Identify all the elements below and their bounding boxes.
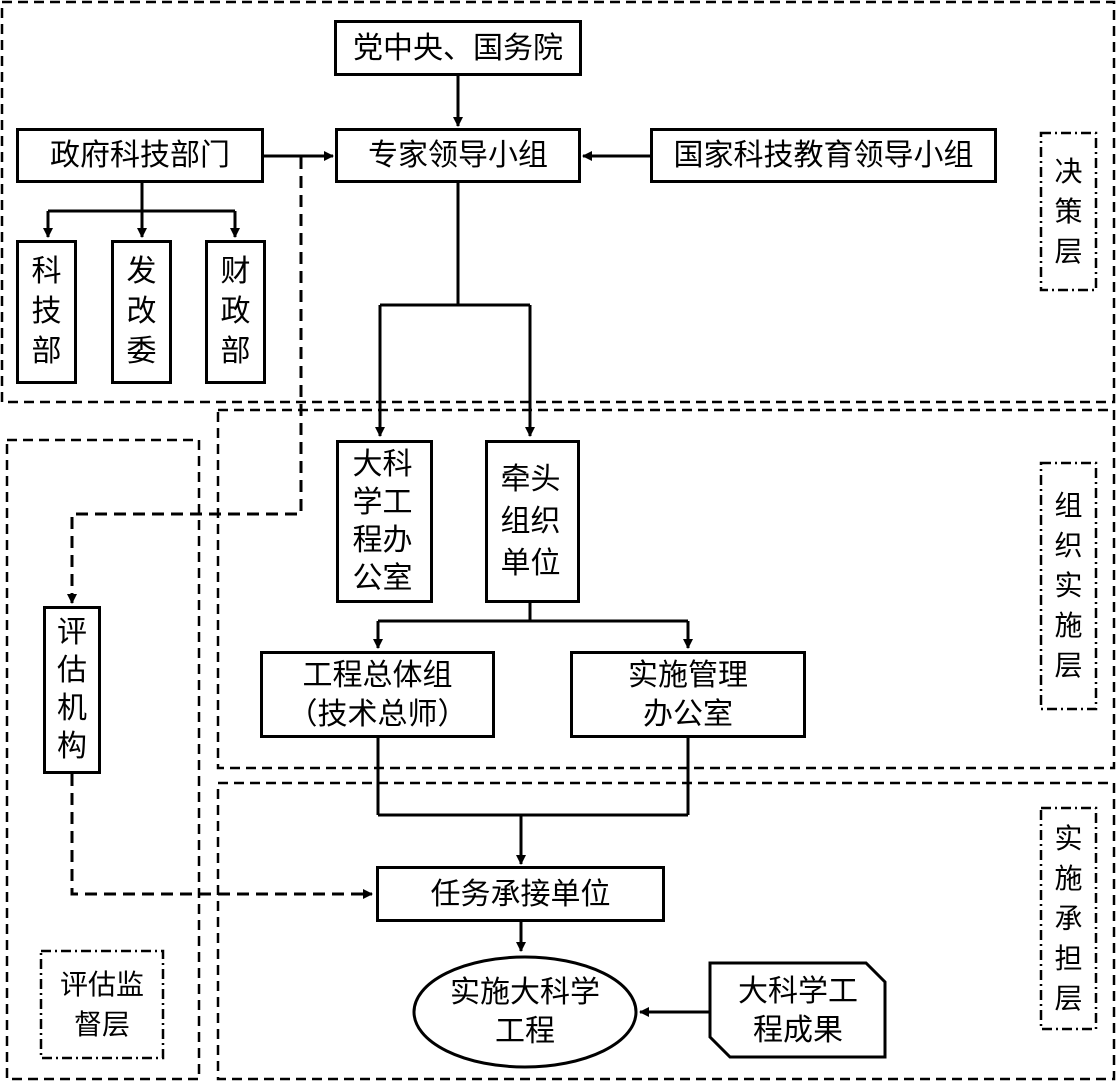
project-office-box: 大科学工程办公室: [336, 440, 433, 603]
ndrc-box: 发改委: [111, 240, 172, 384]
results-text: 大科学工 程成果: [712, 965, 884, 1057]
management-office-line1: 实施管理: [628, 657, 748, 693]
ministry-finance-label: 财政部: [220, 254, 251, 369]
implementation-label-frame: [1039, 806, 1098, 1031]
evaluation-agency-box: 评估机构: [43, 606, 101, 774]
evaluation-layer-line1: 评估监: [59, 967, 144, 1001]
implement-text: 实施大科学 工程: [414, 957, 636, 1067]
engineering-group-line2: （技术总师）: [287, 696, 468, 732]
implement-line1: 实施大科学: [450, 975, 600, 1010]
central-committee-label: 党中央、国务院: [353, 30, 563, 66]
ministry-science-box: 科技部: [16, 240, 77, 384]
decision-label-frame: [1039, 131, 1098, 292]
organization-layer-label: 组织实施层: [1054, 489, 1083, 682]
evaluation-label-frame: [39, 949, 165, 1060]
project-office-label: 大科学工程办公室: [352, 446, 413, 596]
dashed-gov-to-evaluation: [67, 157, 303, 604]
national-group-label: 国家科技教育领导小组: [673, 138, 974, 173]
lead-unit-box: 牵头组织单位: [485, 440, 580, 603]
evaluation-agency-label: 评估机构: [57, 615, 87, 764]
ministry-science-label: 科技部: [31, 254, 62, 369]
management-office-box: 实施管理 办公室: [570, 651, 806, 738]
gov-departments-box: 政府科技部门: [16, 128, 264, 183]
engineering-group-line1: 工程总体组: [302, 657, 453, 693]
expert-group-label: 专家领导小组: [368, 138, 548, 173]
organization-label-frame: [1039, 461, 1098, 711]
national-group-box: 国家科技教育领导小组: [650, 128, 997, 183]
evaluation-layer-label: 评估监 督层: [41, 951, 163, 1058]
gov-departments-label: 政府科技部门: [50, 138, 230, 173]
decision-layer-region: [0, 0, 1116, 404]
dashed-evaluation-to-task-unit: [70, 774, 373, 899]
central-committee-box: 党中央、国务院: [334, 20, 582, 76]
implementation-layer-label: 实施承担层: [1054, 821, 1083, 1015]
implement-line2: 工程: [495, 1014, 555, 1049]
evaluation-layer-region: [5, 438, 201, 1081]
implement-ellipse: [412, 955, 638, 1069]
engineering-group-box: 工程总体组 （技术总师）: [260, 651, 495, 738]
implementation-layer-region: [216, 781, 1116, 1081]
management-office-line2: 办公室: [643, 696, 733, 732]
results-line1: 大科学工: [738, 974, 858, 1009]
decision-layer-label: 决策层: [1054, 154, 1083, 268]
organization-layer-region: [216, 408, 1116, 770]
evaluation-layer-line2: 督层: [73, 1007, 130, 1041]
ndrc-label: 发改委: [126, 254, 157, 369]
task-unit-label: 任务承接单位: [430, 876, 611, 912]
ministry-finance-box: 财政部: [205, 240, 266, 384]
results-line2: 程成果: [753, 1013, 843, 1048]
lead-unit-label: 牵头组织单位: [500, 461, 561, 581]
task-unit-box: 任务承接单位: [376, 866, 665, 922]
results-card-shape: [708, 961, 887, 1059]
expert-group-box: 专家领导小组: [335, 128, 581, 183]
